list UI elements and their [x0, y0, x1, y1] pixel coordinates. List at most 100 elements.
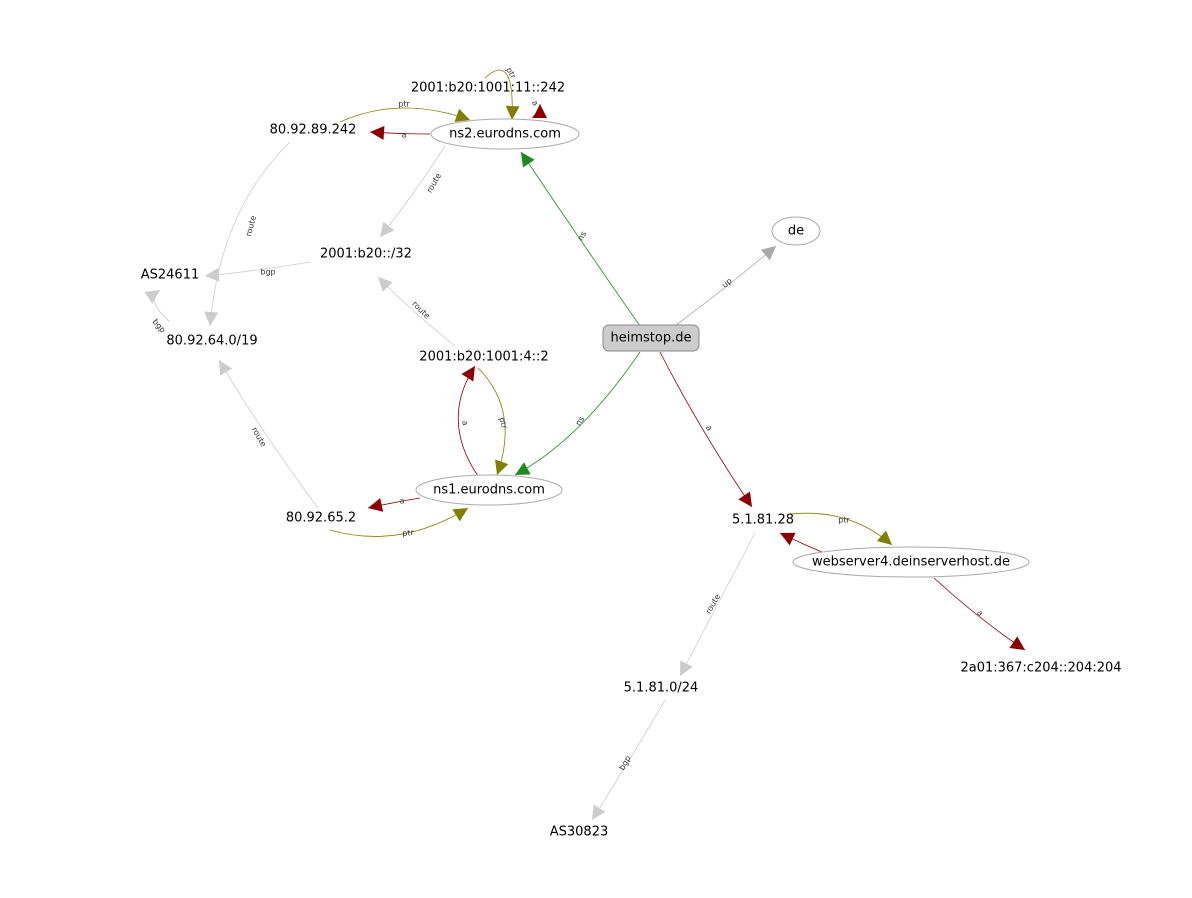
arrowhead-icon	[380, 221, 395, 237]
edge-route-ip_89_242-to-net_64_19: route	[204, 141, 291, 327]
edge-label: a	[530, 99, 540, 108]
edge-a-root-to-ip_5_1_81_28: a	[659, 351, 753, 508]
arrowhead-icon	[219, 360, 233, 376]
edge-line	[339, 107, 471, 123]
arrowhead-icon	[521, 152, 535, 168]
edge-ptr-ip_89_242-to-ns2: ptr	[339, 100, 471, 123]
node-ns1[interactable]: ns1.eurodns.com	[415, 474, 563, 506]
node-ellipse	[792, 546, 1030, 578]
edge-label: ptr	[504, 66, 518, 81]
node-net_64_19[interactable]: 80.92.64.0/19	[166, 334, 257, 349]
edge-a-webserver4-to-ip6_204: a	[933, 577, 1026, 651]
node-label: 80.92.89.242	[270, 123, 357, 138]
edge-label: route	[250, 426, 268, 449]
edge-line	[329, 507, 469, 537]
arrowhead-icon	[495, 459, 509, 475]
arrowhead-icon	[144, 290, 160, 304]
node-label: ns2.eurodns.com	[449, 127, 561, 142]
node-ellipse	[771, 216, 821, 246]
edge-line	[514, 351, 641, 476]
arrowhead-icon	[454, 108, 470, 122]
arrowhead-icon	[205, 267, 220, 282]
node-net6_32[interactable]: 2001:b20::/32	[320, 247, 412, 262]
node-ip_5_1_81_28[interactable]: 5.1.81.28	[732, 513, 794, 528]
node-ip6_4_2[interactable]: 2001:b20:1001:4::2	[419, 350, 548, 365]
edge-label: ptr	[838, 516, 850, 525]
node-as24611[interactable]: AS24611	[141, 268, 200, 283]
arrowhead-icon	[780, 532, 796, 546]
node-label: heimstop.de	[611, 331, 692, 346]
edge-label: a	[704, 424, 714, 433]
edge-label: ptr	[497, 416, 509, 430]
node-label: webserver4.deinserverhost.de	[812, 555, 1010, 570]
node-webserver4[interactable]: webserver4.deinserverhost.de	[792, 546, 1030, 578]
edge-ptr-ip_65_2-to-ns1: ptr	[329, 507, 469, 538]
node-label: de	[788, 224, 804, 239]
arrowhead-icon	[204, 311, 219, 326]
node-root[interactable]: heimstop.de	[602, 324, 700, 352]
node-de[interactable]: de	[771, 216, 821, 246]
edges-layer: ns ns up a a a ptr ptr route route bgp bgp route a ptr…	[144, 66, 1026, 821]
edge-label: route	[244, 215, 258, 238]
edge-label: a	[460, 419, 470, 426]
arrowhead-icon	[505, 105, 520, 120]
node-label: 80.92.65.2	[286, 511, 356, 526]
node-label: 2001:b20::/32	[320, 247, 412, 262]
edge-line	[477, 367, 506, 476]
arrowhead-icon	[370, 125, 385, 140]
node-label: 2001:b20:1001:4::2	[419, 350, 548, 365]
arrowhead-icon	[368, 498, 384, 512]
node-label: AS30823	[550, 825, 609, 840]
edge-line	[659, 351, 753, 508]
edge-label: ptr	[398, 100, 410, 109]
node-ip_89_242[interactable]: 80.92.89.242	[270, 123, 357, 138]
node-box	[602, 324, 700, 352]
edge-line	[591, 699, 666, 821]
node-net_5_1_81_24[interactable]: 5.1.81.0/24	[624, 681, 699, 696]
edge-label: ns	[574, 415, 587, 428]
arrowhead-icon	[760, 246, 776, 261]
edge-a-ns2-to-ip6_242: a	[530, 99, 547, 119]
edge-line	[520, 151, 641, 327]
edge-label: route	[425, 172, 443, 195]
arrowhead-icon	[592, 804, 606, 820]
arrowhead-icon	[461, 366, 475, 382]
edge-label: a	[400, 497, 405, 506]
edge-a-ns1-to-ip6_4_2: a	[457, 365, 479, 477]
edge-bgp-net_5_1_81_24-to-as30823: bgp	[591, 699, 666, 821]
arrowhead-icon	[680, 660, 693, 676]
node-ip6_242[interactable]: 2001:b20:1001:11::242	[411, 81, 565, 96]
edge-route-ns2-to-net6_32: route	[379, 145, 446, 238]
node-label: ns1.eurodns.com	[433, 483, 545, 498]
edge-line	[209, 141, 291, 327]
node-ip_65_2[interactable]: 80.92.65.2	[286, 511, 356, 526]
edge-a-ns2-to-ip_89_242: a	[369, 125, 431, 140]
edge-ptr-ip_5_1_81_28-to-webserver4: ptr	[789, 512, 893, 546]
node-ns2[interactable]: ns2.eurodns.com	[430, 118, 580, 150]
arrowhead-icon	[533, 104, 547, 118]
edge-label: ns	[576, 230, 588, 243]
edge-a-webserver4-to-ip_5_1_81_28	[779, 532, 823, 553]
arrowhead-icon	[452, 508, 468, 522]
edge-label: a	[402, 131, 407, 140]
node-label: 2a01:367:c204::204:204	[960, 661, 1121, 676]
node-ellipse	[415, 474, 563, 506]
edge-ns-root-to-ns2: ns	[520, 151, 641, 327]
edge-a-ns1-to-ip_65_2: a	[367, 497, 421, 512]
node-label: 80.92.64.0/19	[166, 334, 257, 349]
edge-label: bgp	[151, 317, 168, 334]
edge-line	[679, 532, 756, 677]
node-ip6_204[interactable]: 2a01:367:c204::204:204	[960, 661, 1121, 676]
edge-ptr-ip6_4_2-to-ns1: ptr	[477, 367, 509, 476]
edge-label: ptr	[402, 528, 415, 538]
edge-up-root-to-de: up	[675, 245, 777, 326]
arrowhead-icon	[738, 491, 752, 507]
node-label: 5.1.81.0/24	[624, 681, 699, 696]
node-ellipse	[430, 118, 580, 150]
edge-bgp-net6_32-to-as24611: bgp	[204, 261, 311, 282]
edge-route-ip6_4_2-to-net6_32: route	[377, 276, 456, 347]
edge-ns-root-to-ns1: ns	[514, 351, 641, 476]
edge-bgp-net_64_19-to-as24611: bgp	[144, 289, 171, 335]
node-as30823[interactable]: AS30823	[550, 825, 609, 840]
